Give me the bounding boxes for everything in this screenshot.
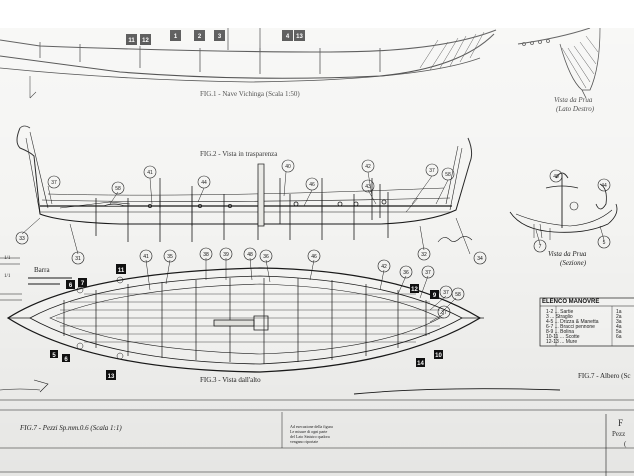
svg-text:36: 36: [403, 270, 409, 276]
fig3-callouts: [139, 247, 465, 319]
svg-text:48: 48: [247, 252, 253, 258]
svg-text:11: 11: [128, 38, 135, 44]
svg-text:5: 5: [52, 353, 56, 359]
svg-text:42: 42: [381, 264, 387, 270]
rigging-right-cell: 5a: [616, 329, 622, 335]
rigging-right-cell: 2a: [616, 314, 622, 320]
svg-text:43: 43: [365, 184, 371, 190]
svg-text:6: 6: [64, 357, 68, 363]
note-line-1: Ad esecuzione della figura: [290, 424, 333, 429]
svg-text:7: 7: [81, 281, 85, 287]
svg-text:58: 58: [455, 292, 461, 298]
barra-label: Barra: [34, 266, 50, 274]
svg-text:32: 32: [421, 252, 427, 258]
svg-text:37: 37: [51, 180, 57, 186]
bow-top-caption-line2: (Lato Destro): [556, 105, 595, 113]
left-margin-label-1: 1/1: [4, 256, 11, 261]
note-line-3: del Lato Sinistro qualora: [290, 434, 330, 439]
bow-top-caption-line1: Vista da Prua: [554, 96, 593, 104]
svg-text:12: 12: [142, 38, 149, 44]
svg-text:36: 36: [263, 254, 269, 260]
bow-callout-numbers: 40 44 7 5: [539, 174, 607, 250]
svg-text:58: 58: [115, 186, 121, 192]
rigging-row: 6-7 ... Bracci pennone: [546, 324, 595, 330]
fig3-caption: FIG.3 - Vista dall'alto: [200, 376, 261, 384]
svg-text:40: 40: [285, 164, 291, 170]
fig2-callout-numbers: 41 44 40 46 42 43 37 58 37 58 33 31 32 34: [19, 164, 483, 262]
rigging-right-cell: 4a: [616, 324, 622, 330]
bow-section-view: [509, 169, 618, 253]
svg-text:42: 42: [365, 164, 371, 170]
rigging-row: 12-13 ... Mure: [546, 339, 578, 345]
svg-text:31: 31: [75, 256, 81, 262]
note-line-2: Le misure di ogni parte: [290, 429, 328, 434]
corner-title-3: (: [624, 440, 627, 448]
border-lines: [0, 399, 634, 476]
rigging-row: 3 ... Straglio: [546, 314, 573, 320]
svg-text:13: 13: [296, 34, 303, 40]
fig1-markers: [126, 30, 305, 45]
svg-text:35: 35: [167, 254, 173, 260]
svg-text:10: 10: [435, 353, 442, 359]
rigging-row: 1-2 ... Sartie: [546, 309, 574, 315]
svg-text:41: 41: [143, 254, 149, 260]
corner-title-2: Pezz: [612, 430, 626, 438]
svg-text:4: 4: [286, 34, 290, 40]
rigging-right-cell: 6a: [616, 334, 622, 340]
svg-text:38: 38: [203, 252, 209, 258]
svg-text:40: 40: [553, 174, 559, 180]
bow-mid-caption-line1: Vista da Prua: [548, 250, 587, 258]
svg-text:37: 37: [429, 168, 435, 174]
rigging-row: 4-5 ... Drizza & Manetta: [546, 319, 599, 325]
svg-text:9: 9: [433, 293, 437, 299]
left-margin-label-2: 1/1: [4, 274, 11, 279]
fig3-top-view: [0, 257, 561, 395]
rigging-right-cell: 3a: [616, 319, 622, 325]
rigging-table-frame: [539, 297, 634, 347]
fig2-callouts: [15, 159, 487, 265]
fig7-caption: FIG.7 - Albero (Sc: [578, 372, 631, 380]
svg-text:11: 11: [118, 268, 125, 274]
svg-text:39: 39: [223, 252, 229, 258]
svg-text:37: 37: [443, 290, 449, 296]
svg-text:12: 12: [411, 287, 418, 293]
svg-text:14: 14: [417, 361, 424, 367]
rigging-table-title: ELENCO MANOVRE: [542, 299, 600, 305]
svg-text:37: 37: [425, 270, 431, 276]
svg-text:46: 46: [309, 182, 315, 188]
svg-text:3: 3: [218, 34, 222, 40]
bow-view-top: [517, 28, 601, 99]
fig1-caption: FIG.1 - Nave Vichinga (Scala 1:50): [200, 90, 300, 98]
rigging-right-cell: 1a: [616, 309, 622, 315]
fig3-markers: [50, 264, 443, 380]
svg-text:7: 7: [539, 244, 542, 250]
svg-text:44: 44: [201, 180, 207, 186]
svg-text:46: 46: [311, 254, 317, 260]
rigging-row: 8-9 ... Bolina: [546, 329, 575, 335]
svg-text:41: 41: [147, 170, 153, 176]
fig2-caption: FIG.2 - Vista in trasparenza: [200, 150, 278, 158]
svg-text:44: 44: [601, 183, 607, 189]
svg-text:5: 5: [603, 240, 606, 246]
fig-bottom-caption: FIG.7 - Pezzi Sp.mm.0.6 (Scala 1:1): [20, 424, 122, 432]
svg-text:2: 2: [198, 34, 202, 40]
svg-text:1: 1: [174, 34, 178, 40]
corner-title-1: F: [618, 418, 624, 428]
svg-text:37: 37: [441, 310, 447, 316]
svg-text:33: 33: [19, 236, 25, 242]
fig2-transparent-view: [0, 125, 473, 265]
svg-text:34: 34: [477, 256, 483, 262]
note-line-4: vengano riportate: [290, 439, 319, 444]
svg-text:6: 6: [69, 283, 73, 289]
bow-mid-caption-line2: (Sezione): [560, 259, 587, 267]
fig1-side-view: [0, 28, 497, 99]
rigging-row: 10-11 ... Scotte: [546, 334, 580, 340]
fig3-callout-numbers: 41 35 38 39 48 36 46 42 36 37 37 58 37: [143, 252, 461, 316]
svg-text:58: 58: [445, 172, 451, 178]
note-block: Ad esecuzione della figura Le misure di …: [290, 424, 333, 444]
svg-text:13: 13: [108, 374, 115, 380]
